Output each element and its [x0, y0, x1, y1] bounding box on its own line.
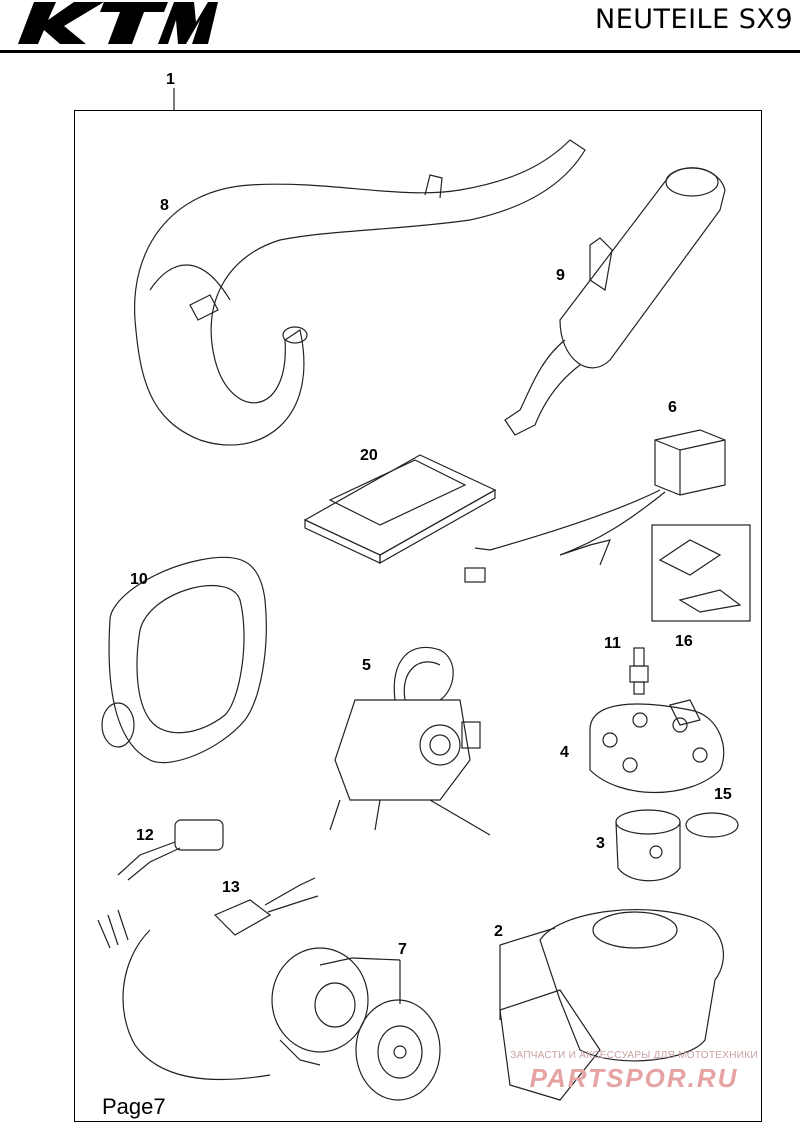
callout-10: 10: [130, 571, 148, 588]
callout-12: 12: [136, 827, 154, 844]
callout-11: 11: [604, 635, 621, 652]
silencer-drawing: [504, 167, 726, 436]
piston-drawing: [615, 809, 681, 882]
callout-15: 15: [714, 786, 732, 803]
carburetor-drawing: [329, 646, 491, 836]
cylinder-head-drawing: [589, 699, 725, 793]
header-rule: [0, 50, 800, 53]
callout-5: 5: [362, 657, 371, 674]
condenser-drawing: [117, 819, 224, 881]
callout-3: 3: [596, 835, 605, 852]
exhaust-pipe-drawing: [133, 139, 586, 446]
ktm-logo: [8, 0, 218, 53]
gasket-set-drawing: [651, 524, 751, 622]
ignition-stator-drawing: [97, 909, 441, 1101]
callout-13: 13: [222, 879, 240, 896]
callout-6: 6: [668, 399, 677, 416]
callout-2: 2: [494, 923, 503, 940]
callout-8: 8: [160, 197, 169, 214]
manual-book-drawing: [303, 454, 497, 565]
cylinder-drawing: [499, 908, 724, 1101]
callout-7: 7: [398, 941, 407, 958]
document-title: NEUTEILE SX9: [595, 4, 794, 35]
callout-20: 20: [360, 447, 378, 464]
parts-frame: [74, 110, 762, 1122]
regulator-drawing: [213, 877, 319, 936]
callout-1: 1: [166, 71, 175, 88]
callout-16: 16: [675, 633, 693, 650]
o-ring-drawing: [685, 812, 739, 838]
spark-plug-drawing: [629, 647, 649, 695]
callout-4: 4: [560, 744, 569, 761]
watermark-tagline: ЗАПЧАСТИ И АКСЕССУАРЫ ДЛЯ МОТОТЕХНИКИ: [510, 1050, 758, 1061]
page-header: NEUTEILE SX9: [0, 0, 800, 56]
watermark: ЗАПЧАСТИ И АКСЕССУАРЫ ДЛЯ МОТОТЕХНИКИ PA…: [484, 1050, 784, 1094]
cdi-unit-drawing: [464, 429, 726, 583]
air-filter-drawing: [101, 556, 267, 764]
callout-9: 9: [556, 267, 565, 284]
watermark-logo: PARTSPOR.RU: [529, 1063, 739, 1093]
page-label: Page7: [102, 1094, 166, 1119]
